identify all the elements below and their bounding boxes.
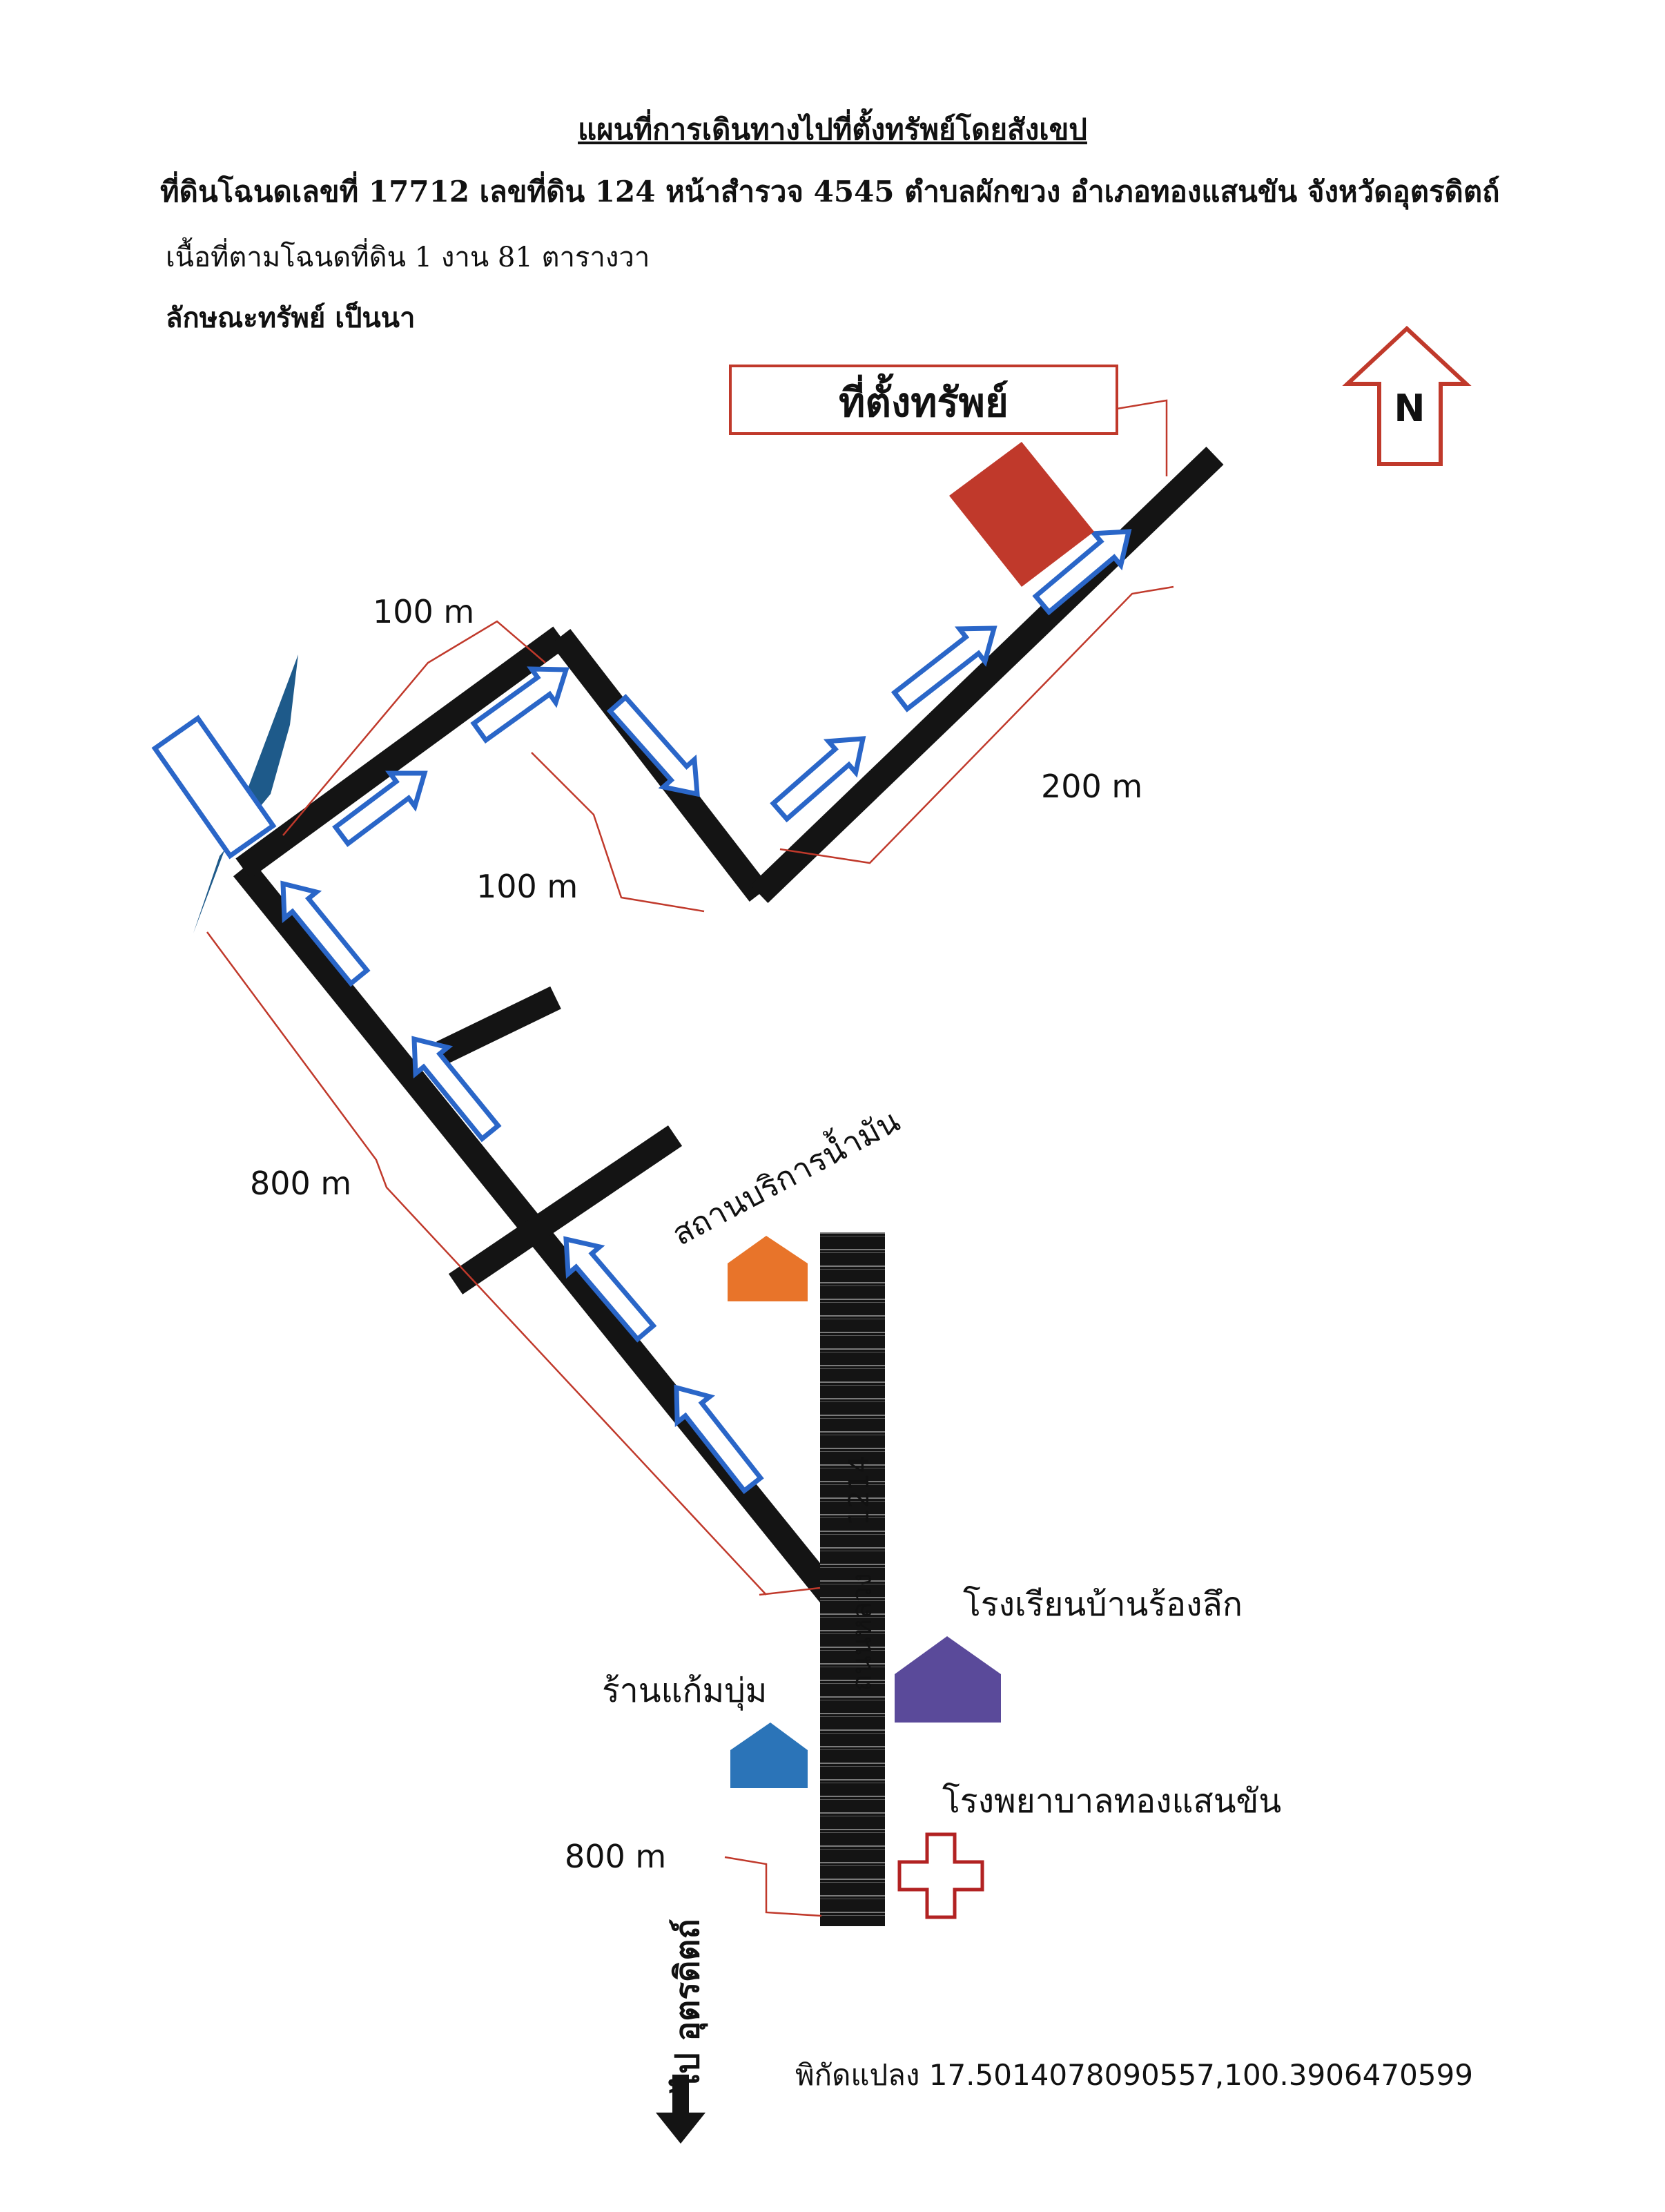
shop-label: ร้านแก้มบุ่ม: [602, 1671, 767, 1711]
property-label-box: [729, 365, 1118, 435]
hospital-label: โรงพยาบาลทองแสนขัน: [942, 1782, 1281, 1821]
shop-icon: [730, 1723, 808, 1788]
school-label: โรงเรียนบ้านร้องลึก: [963, 1585, 1243, 1624]
deed-info: ที่ดินโฉนดเลขที่ 17712 เลขที่ดิน 124 หน้…: [160, 175, 1500, 208]
highway-label: ถนนหลวง: [846, 1573, 878, 1691]
route-arrow-icon: [1032, 529, 1132, 616]
gas-station-icon: [728, 1236, 808, 1301]
route-arrow-icon: [563, 1236, 657, 1343]
highway-number: 1214: [844, 1455, 875, 1526]
route-arrow-icon: [770, 736, 866, 823]
coordinates: พิกัดแปลง 17.5014078090557,100.390647059…: [795, 2058, 1473, 2092]
road-branch-3: [750, 447, 1224, 903]
distance-label-5: 800 m: [565, 1838, 666, 1875]
route-arrow-icon: [470, 666, 569, 744]
distance-label-2: 100 m: [476, 868, 578, 905]
property-label: ที่ตั้งทรัพย์: [839, 373, 1009, 426]
north-arrow: N: [1342, 325, 1472, 466]
distance-label-3: 200 m: [1041, 768, 1142, 805]
distance-brackets: [206, 399, 1174, 1917]
direction-label: ไป อุตรดิตถ์: [668, 1919, 708, 2094]
property-type: ลักษณะทรัพย์ เป็นนา: [166, 302, 416, 334]
route-arrow-icon: [606, 694, 700, 797]
route-arrow-icon: [411, 1036, 502, 1143]
route-arrow-icon: [280, 880, 371, 987]
distance-label-1: 100 m: [373, 593, 474, 630]
road-side-1: [436, 986, 561, 1065]
distance-label-4: 800 m: [250, 1165, 351, 1202]
arrow-down-icon: [656, 2075, 705, 2144]
school-icon: [895, 1636, 1001, 1723]
gas-station-label: สถานบริการน้ำมัน: [664, 1098, 906, 1253]
route-arrow-icon: [674, 1384, 764, 1495]
route-arrow-icon: [890, 625, 997, 712]
north-arrow-icon: [1342, 325, 1472, 466]
route-arrows: [151, 529, 1132, 1495]
map-title: แผนที่การเดินทางไปที่ตั้งทรัพย์โดยสังเขป: [578, 113, 1087, 146]
north-label: N: [1394, 387, 1425, 430]
road-branch-1: [235, 626, 568, 879]
property-marker: [949, 442, 1094, 587]
route-arrow-icon: [332, 770, 428, 847]
road-cross: [448, 1125, 683, 1294]
hospital-icon: [897, 1832, 984, 1919]
highway-1214: [820, 1232, 885, 1926]
start-marker: [151, 715, 277, 860]
area-info: เนื้อที่ตามโฉนดที่ดิน 1 งาน 81 ตารางวา: [166, 242, 650, 273]
